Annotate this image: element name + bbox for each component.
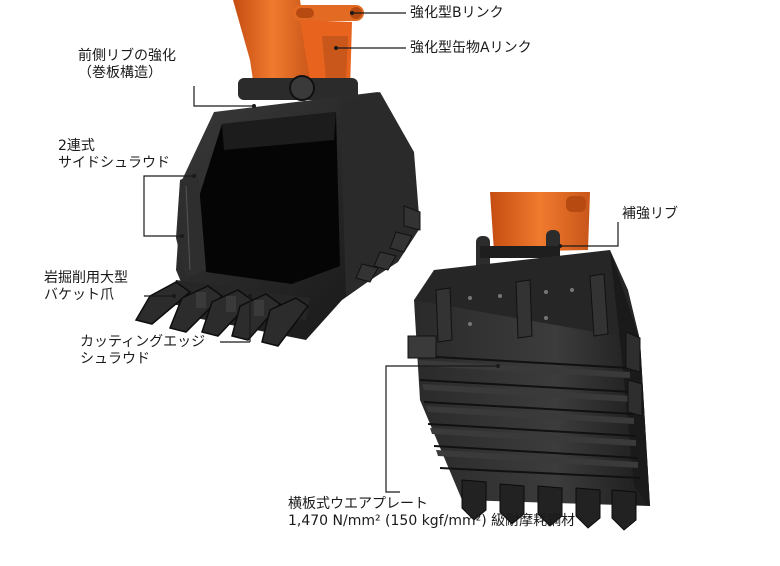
front-rib-line1: 前側リブの強化 bbox=[78, 48, 176, 64]
cutting-edge-line2: シュラウド bbox=[80, 351, 150, 367]
tooth-label: 岩掘削用大型 バケット爪 bbox=[44, 270, 128, 304]
front-rib-line2: （巻板構造） bbox=[78, 65, 162, 81]
side-shroud-line2: サイドシュラウド bbox=[58, 155, 170, 171]
orange-arm-rear bbox=[490, 192, 590, 252]
side-shroud-label: 2連式 サイドシュラウド bbox=[58, 138, 170, 172]
side-shroud-line1: 2連式 bbox=[58, 138, 95, 154]
tooth-line2: バケット爪 bbox=[44, 287, 114, 303]
front-bucket bbox=[134, 0, 421, 347]
b-link-text: 強化型Bリンク bbox=[410, 5, 504, 21]
rear-teeth bbox=[461, 479, 637, 531]
leader-dots bbox=[172, 11, 562, 368]
reinforce-rib-label: 補強リブ bbox=[622, 206, 678, 223]
a-link-label: 強化型缶物Aリンク bbox=[410, 40, 532, 57]
tooth-line1: 岩掘削用大型 bbox=[44, 270, 128, 286]
cutting-edge-label: カッティングエッジ シュラウド bbox=[80, 334, 205, 368]
front-rib-label: 前側リブの強化 （巻板構造） bbox=[78, 48, 176, 82]
a-link-text: 強化型缶物Aリンク bbox=[410, 40, 532, 56]
wear-plate-label: 横板式ウエアプレート 1,470 N/mm² (150 kgf/mm²) 級耐摩… bbox=[288, 496, 575, 530]
wear-plates bbox=[417, 355, 641, 479]
cutting-edge-line1: カッティングエッジ bbox=[80, 334, 206, 350]
wear-plate-line1: 横板式ウエアプレート bbox=[288, 496, 428, 512]
reinforce-rib-text: 補強リブ bbox=[622, 206, 678, 222]
b-link-label: 強化型Bリンク bbox=[410, 5, 504, 22]
wear-plate-line2: 1,470 N/mm² (150 kgf/mm²) 級耐摩耗鋼材 bbox=[288, 513, 576, 529]
bucket-teeth bbox=[134, 281, 310, 347]
leader-lines bbox=[143, 12, 619, 493]
rear-bucket bbox=[407, 192, 650, 531]
